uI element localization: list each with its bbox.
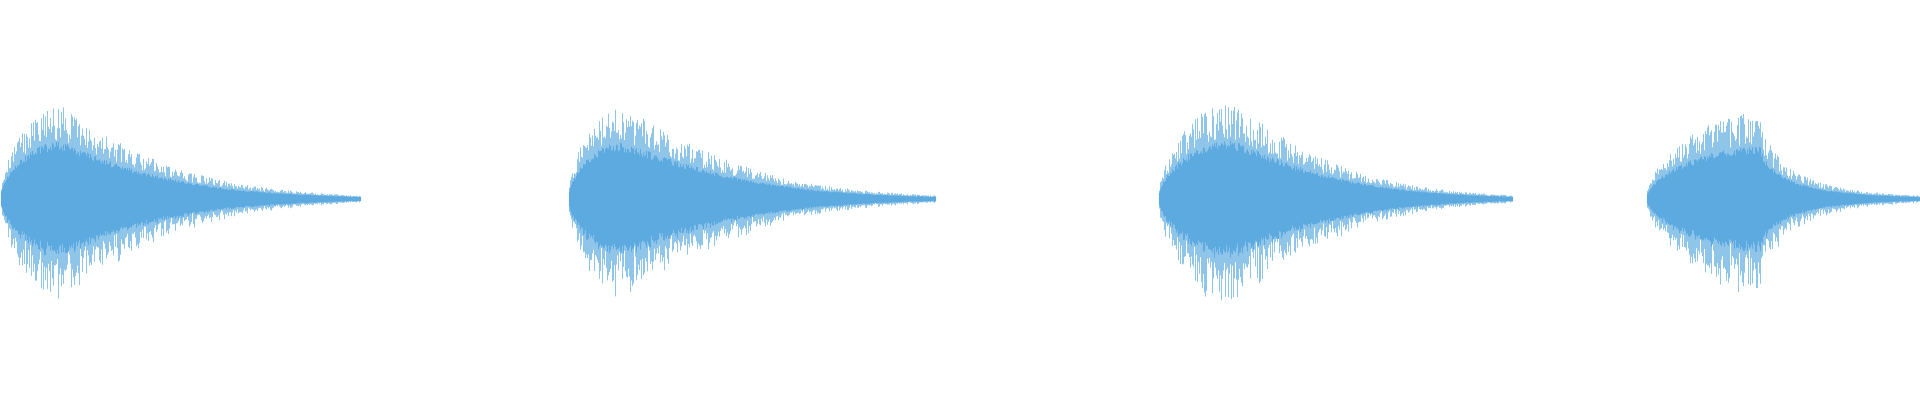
waveform-body bbox=[0, 141, 362, 256]
waveform-body bbox=[1158, 140, 1514, 258]
waveform-burst bbox=[568, 109, 937, 297]
waveform-body bbox=[568, 142, 937, 254]
waveform-burst bbox=[1158, 105, 1514, 301]
waveform-burst bbox=[1646, 114, 1920, 292]
waveform-burst bbox=[0, 107, 362, 299]
waveform-body bbox=[1646, 146, 1920, 252]
